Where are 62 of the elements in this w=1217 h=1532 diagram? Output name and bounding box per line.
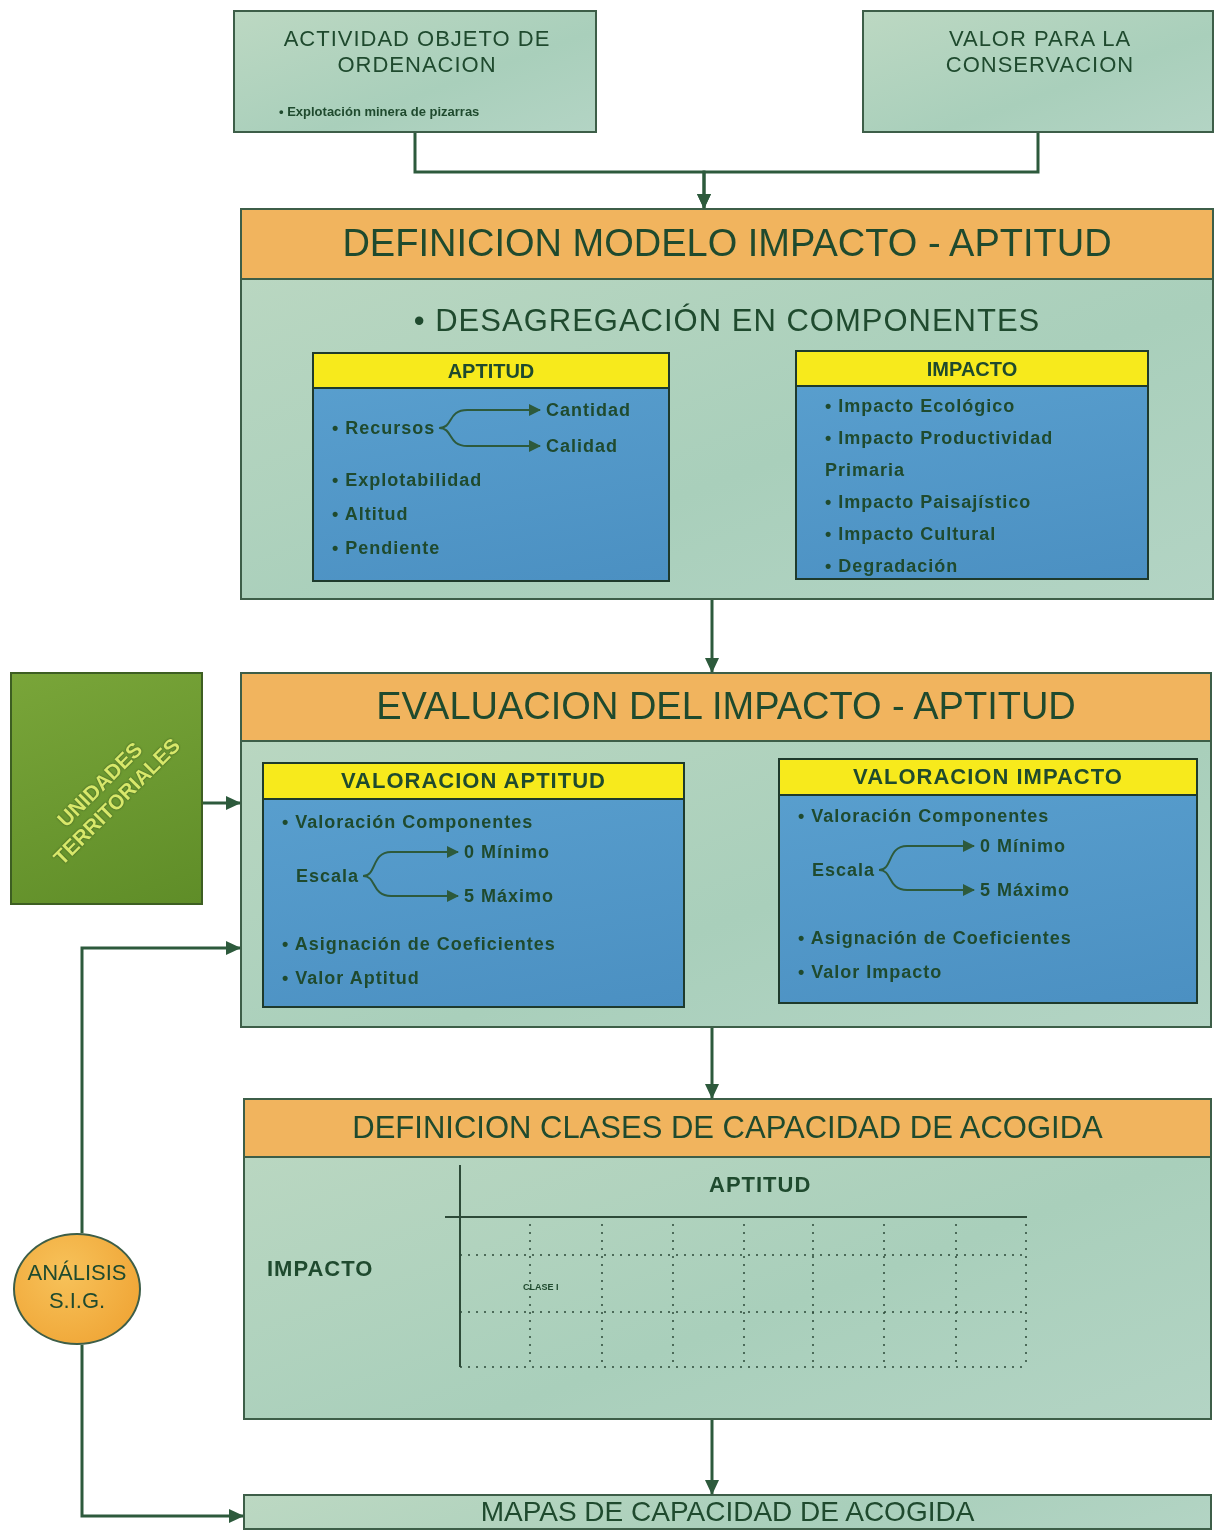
list-item: Escala <box>812 854 876 886</box>
input-box <box>233 10 597 133</box>
list-item: • Valor Impacto <box>798 961 944 984</box>
section-header: EVALUACION DEL IMPACTO - APTITUD <box>242 674 1210 742</box>
flow-arrow <box>80 941 241 1233</box>
flow-arrow <box>697 133 1040 209</box>
input-box <box>862 10 1214 133</box>
card-header: VALORACION APTITUD <box>264 764 683 800</box>
circle-label: ANÁLISIS S.I.G. <box>26 1259 128 1314</box>
list-item: 5 Máximo <box>464 880 555 912</box>
section-header: DEFINICION MODELO IMPACTO - APTITUD <box>242 210 1212 280</box>
branch-arrow <box>362 875 459 902</box>
list-item: • Explotación minera de pizarras <box>278 104 481 120</box>
flow-arrow <box>80 1345 244 1523</box>
component-card <box>312 352 670 582</box>
flow-arrow <box>705 1028 719 1099</box>
flow-arrow <box>705 1420 719 1495</box>
axis-label: APTITUD <box>709 1172 809 1199</box>
section-header: DEFINICION CLASES DE CAPACIDAD DE ACOGIDA <box>245 1100 1210 1158</box>
section-panel <box>240 208 1214 600</box>
list-item: • Valor Aptitud <box>282 967 421 990</box>
list-item: Escala <box>296 860 360 892</box>
card-header: IMPACTO <box>797 352 1147 387</box>
component-card <box>795 350 1149 580</box>
list-item: • Asignación de Coeficientes <box>282 933 557 956</box>
section-panel <box>240 672 1212 1028</box>
list-item: • Impacto Cultural <box>825 523 998 546</box>
box-title: ACTIVIDAD OBJETO DE ORDENACION <box>282 26 552 79</box>
flow-arrow <box>203 796 241 810</box>
list-item: • Impacto Productividad Primaria <box>825 427 1055 482</box>
list-item: • Pendiente <box>332 537 442 560</box>
component-card <box>262 762 685 1008</box>
list-item: 0 Mínimo <box>980 830 1066 862</box>
list-item: • Valoración Componentes <box>282 811 535 834</box>
list-item: • Explotabilidad <box>332 469 484 492</box>
branch-arrow <box>878 840 975 871</box>
list-item: • Degradación <box>825 555 960 578</box>
list-item: 0 Mínimo <box>464 836 550 868</box>
output-band <box>243 1494 1212 1530</box>
axis-label: IMPACTO <box>267 1256 375 1283</box>
component-card <box>778 758 1198 1004</box>
class-label: CLASE I <box>523 1282 560 1293</box>
branch-arrow <box>362 846 459 877</box>
list-item: Calidad <box>546 430 618 462</box>
list-item: 5 Máximo <box>980 874 1071 906</box>
list-item: • Impacto Ecológico <box>825 395 1017 418</box>
list-item: • Valoración Componentes <box>798 805 1051 828</box>
section-subtitle: • DESAGREGACIÓN EN COMPONENTES <box>412 302 1042 340</box>
list-item: • Impacto Paisajístico <box>825 491 1033 514</box>
flow-arrow <box>705 600 719 673</box>
branch-arrow <box>438 427 541 452</box>
list-item: • Recursos <box>332 412 436 444</box>
section-panel <box>243 1098 1212 1420</box>
band-title: MAPAS DE CAPACIDAD DE ACOGIDA <box>479 1496 976 1528</box>
card-header: APTITUD <box>314 354 668 389</box>
branch-arrow <box>878 869 975 896</box>
list-item: • Asignación de Coeficientes <box>798 927 1073 950</box>
list-item: • Altitud <box>332 503 410 526</box>
territorial-units-box <box>10 672 203 905</box>
list-item: Cantidad <box>546 394 631 426</box>
box-title: VALOR PARA LA CONSERVACION <box>944 26 1136 79</box>
card-header: VALORACION IMPACTO <box>780 760 1196 796</box>
